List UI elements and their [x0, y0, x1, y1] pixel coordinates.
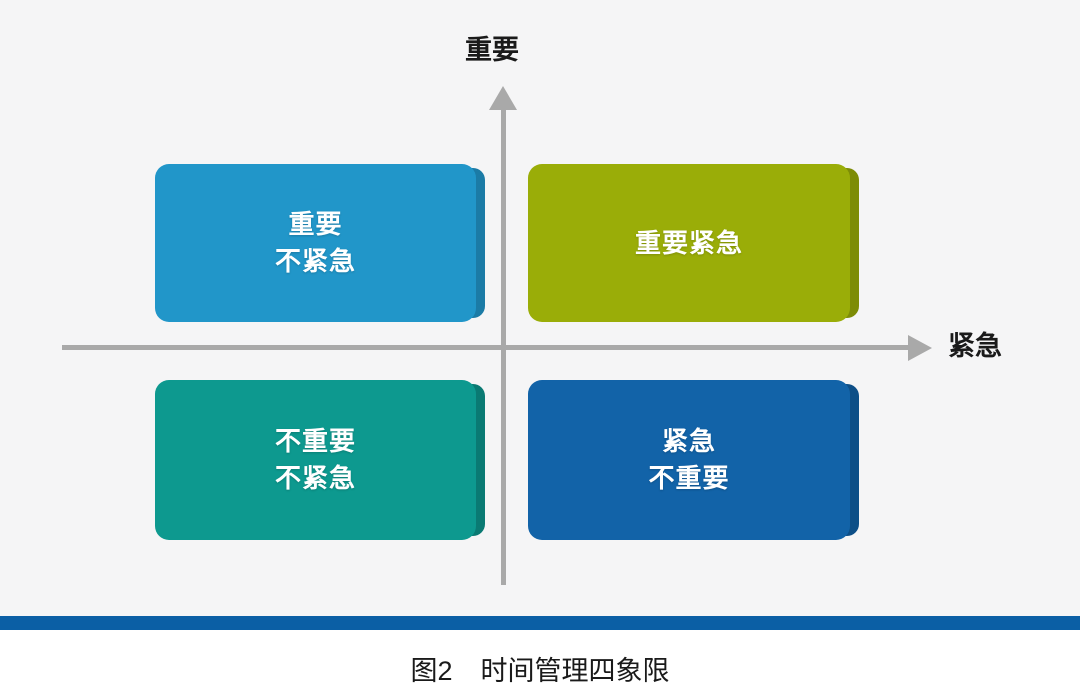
quadrant-label-line2: 不紧急 — [274, 463, 356, 493]
quadrant-label: 不重要 不紧急 — [275, 423, 356, 497]
arrow-right-icon — [908, 335, 932, 361]
quadrant-face — [155, 164, 476, 322]
diagram-canvas: 重要 紧急 重要 不紧急 重要紧急 不重要 不紧急 — [62, 35, 1002, 585]
figure-caption-number: 图2 — [410, 656, 453, 686]
quadrant-label-line1: 重要紧急 — [634, 227, 743, 258]
quadrant-face — [528, 164, 850, 322]
quadrant-important-urgent[interactable]: 重要紧急 — [528, 164, 859, 322]
figure-caption-title: 时间管理四象限 — [480, 656, 670, 686]
quadrant-label: 重要紧急 — [635, 225, 743, 262]
quadrant-face — [528, 380, 850, 540]
quadrant-label-line2: 不重要 — [648, 463, 730, 493]
quadrant-label: 紧急 不重要 — [648, 423, 729, 497]
quadrant-face — [155, 380, 476, 540]
quadrant-important-not-urgent[interactable]: 重要 不紧急 — [155, 164, 485, 322]
quadrant-not-important-not-urgent[interactable]: 不重要 不紧急 — [155, 380, 485, 540]
horizontal-axis-line — [62, 345, 914, 350]
quadrant-urgent-not-important[interactable]: 紧急 不重要 — [528, 380, 859, 540]
figure-caption: 图2 时间管理四象限 — [0, 655, 1080, 687]
quadrant-label-line1: 重要 — [288, 209, 343, 240]
quadrant-label: 重要 不紧急 — [275, 206, 356, 280]
bottom-rule-divider — [0, 616, 1080, 630]
horizontal-axis-label: 紧急 — [948, 331, 1002, 361]
quadrant-label-line1: 不重要 — [274, 426, 356, 457]
quadrant-label-line1: 紧急 — [661, 426, 716, 457]
arrow-up-icon — [489, 86, 517, 110]
quadrant-label-line2: 不紧急 — [274, 246, 356, 276]
vertical-axis-label: 重要 — [465, 35, 519, 65]
